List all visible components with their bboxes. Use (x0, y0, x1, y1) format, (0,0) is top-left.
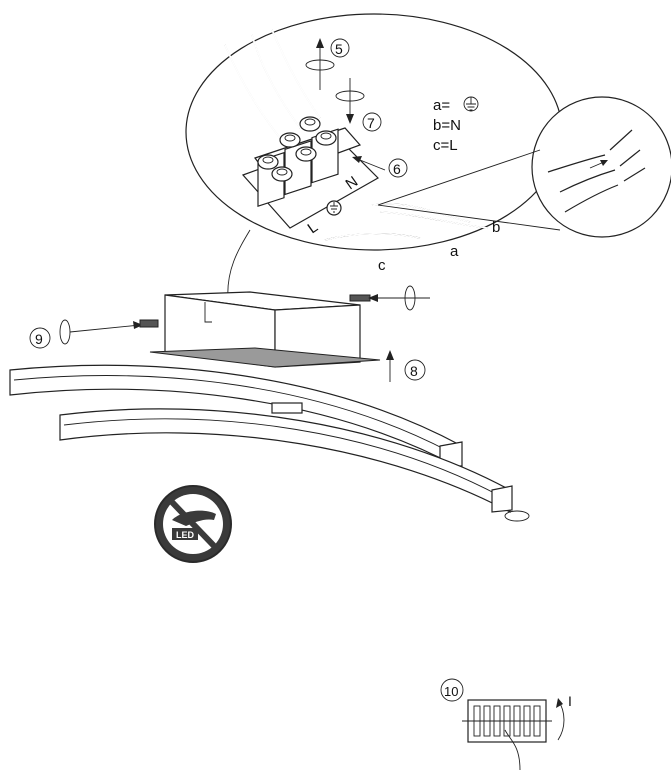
legend-b: b=N (433, 117, 461, 134)
wire-label-b: b (492, 219, 500, 236)
terminal-screws (257, 116, 337, 182)
legend-a: a= (433, 97, 450, 114)
terminal-strip (473, 705, 541, 737)
step-5: 5 (305, 38, 350, 90)
mounting-box: 8 (149, 291, 426, 382)
rotate-arrow-icon (504, 510, 530, 522)
switch-mark: I (568, 693, 572, 709)
stripped-wire-detail (377, 96, 671, 238)
step-7: 7 (335, 78, 382, 132)
step-8: 8 (386, 350, 426, 382)
no-touch-led-warning: LED (154, 485, 232, 563)
step-10-label: 10 (444, 684, 458, 699)
top-cables (224, 29, 321, 139)
step-7-label: 7 (367, 115, 375, 131)
ground-icon (463, 96, 479, 112)
step-5-label: 5 (335, 41, 343, 57)
step-6-label: 6 (393, 161, 401, 177)
rotate-arrow-icon (404, 285, 416, 311)
hand-icon (504, 729, 521, 771)
rotate-arrow-icon (305, 59, 335, 71)
step-8-label: 8 (410, 363, 418, 379)
warning-led-text: LED (176, 530, 195, 540)
step-9-label: 9 (35, 331, 43, 347)
wiring-detail-circle: L N a b c a= b=N c=L 5 (185, 13, 671, 301)
rotate-arrow-icon (59, 319, 71, 345)
rotate-arrow-icon (335, 90, 365, 102)
wire-label-a: a (450, 243, 459, 260)
wire-label-c: c (378, 257, 386, 274)
step-10: 10 I (440, 678, 572, 771)
lamp-wires: a b c (324, 203, 500, 274)
wire-legend: a= b=N c=L (433, 96, 479, 154)
step-6: 6 (352, 156, 408, 178)
right-screw (349, 285, 430, 311)
legend-c: c=L (433, 137, 458, 154)
led-bar-lower (59, 402, 530, 522)
earth-icon (326, 200, 342, 216)
step-9: 9 (29, 319, 159, 349)
terminal-block: L N (241, 116, 379, 237)
